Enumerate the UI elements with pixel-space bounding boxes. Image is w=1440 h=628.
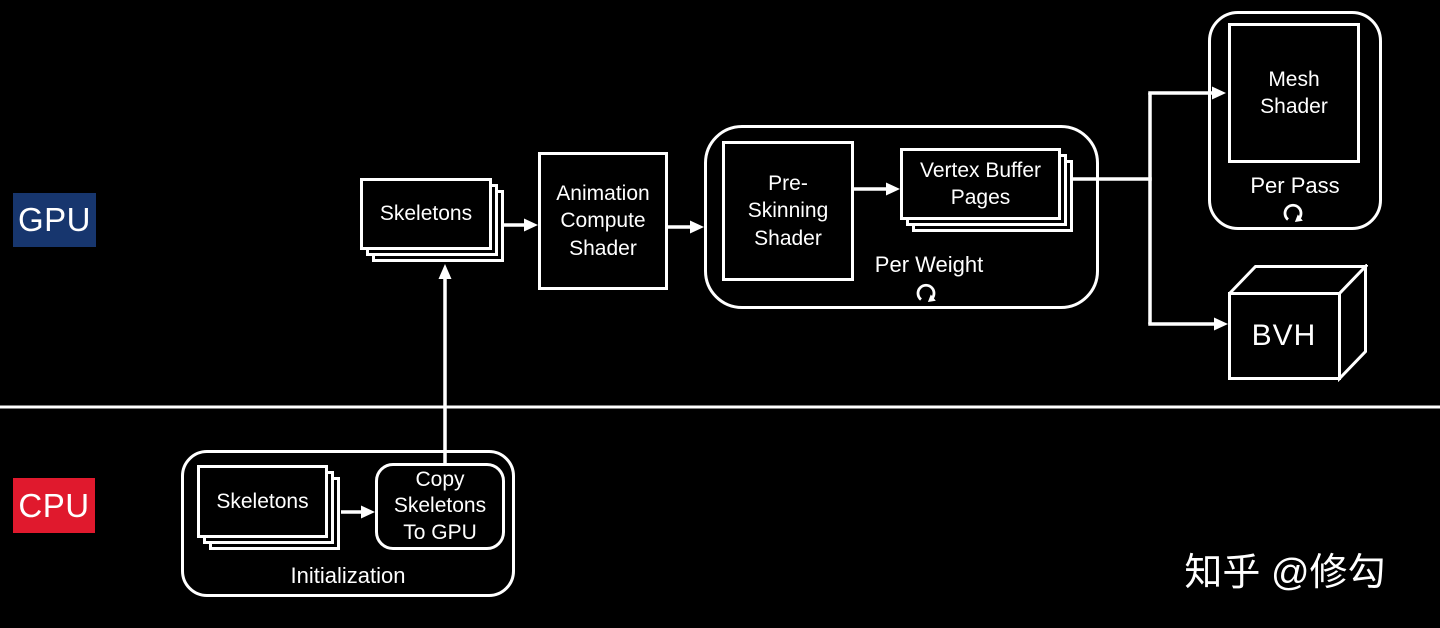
gpu-badge-label: GPU — [17, 201, 91, 238]
arrow-skeletons-to-acs — [498, 218, 538, 232]
vertex-buffer-pages-stack: Vertex Buffer Pages — [900, 148, 1073, 232]
arrow-cpu-skeletons-to-copy — [341, 505, 375, 519]
cpu-badge-label: CPU — [18, 486, 90, 524]
vertex-buffer-pages-box: Vertex Buffer Pages — [900, 148, 1061, 220]
arrow-copy-to-gpu-skeletons — [438, 264, 452, 466]
copy-skeletons-label: Copy Skeletons To GPU — [393, 468, 487, 544]
loop-icon — [913, 280, 939, 311]
initialization-caption: Initialization — [290, 563, 406, 588]
mesh-shader-label: Mesh Shader — [1260, 67, 1328, 118]
per-pass-caption: Per Pass — [1250, 173, 1340, 198]
loop-icon — [1280, 200, 1306, 231]
initialization-group — [181, 450, 515, 597]
arrow-acs-to-per-weight-group — [668, 220, 704, 234]
pre-skinning-shader-box: Pre- Skinning Shader — [722, 141, 854, 281]
arrow-preskin-to-vbp — [854, 182, 900, 196]
arrow-branch-to-mesh-shader — [1148, 86, 1226, 100]
gpu-skeletons-stack: Skeletons — [360, 178, 504, 262]
animation-compute-shader-box: Animation Compute Shader — [538, 152, 668, 290]
pre-skinning-shader-label: Pre- Skinning Shader — [747, 172, 829, 250]
animation-compute-shader-label: Animation Compute Shader — [556, 182, 650, 260]
per-weight-group — [704, 125, 1099, 309]
mesh-shader-box: Mesh Shader — [1228, 23, 1360, 163]
bvh-cube — [1225, 262, 1370, 387]
connector-vbp-to-branch — [1062, 93, 1152, 324]
gpu-badge: GPU — [13, 193, 96, 247]
gpu-skeletons-box: Skeletons — [360, 178, 492, 250]
copy-skeletons-box: Copy Skeletons To GPU — [375, 463, 505, 550]
cpu-skeletons-box: Skeletons — [197, 465, 328, 538]
cpu-skeletons-stack: Skeletons — [197, 465, 340, 550]
per-weight-caption: Per Weight — [874, 252, 984, 277]
per-pass-group — [1208, 11, 1382, 230]
bvh-label: BVH — [1251, 318, 1317, 352]
cpu-badge: CPU — [13, 478, 95, 533]
arrow-branch-to-bvh — [1148, 317, 1228, 331]
watermark: 知乎 @修勾 — [1184, 552, 1386, 594]
